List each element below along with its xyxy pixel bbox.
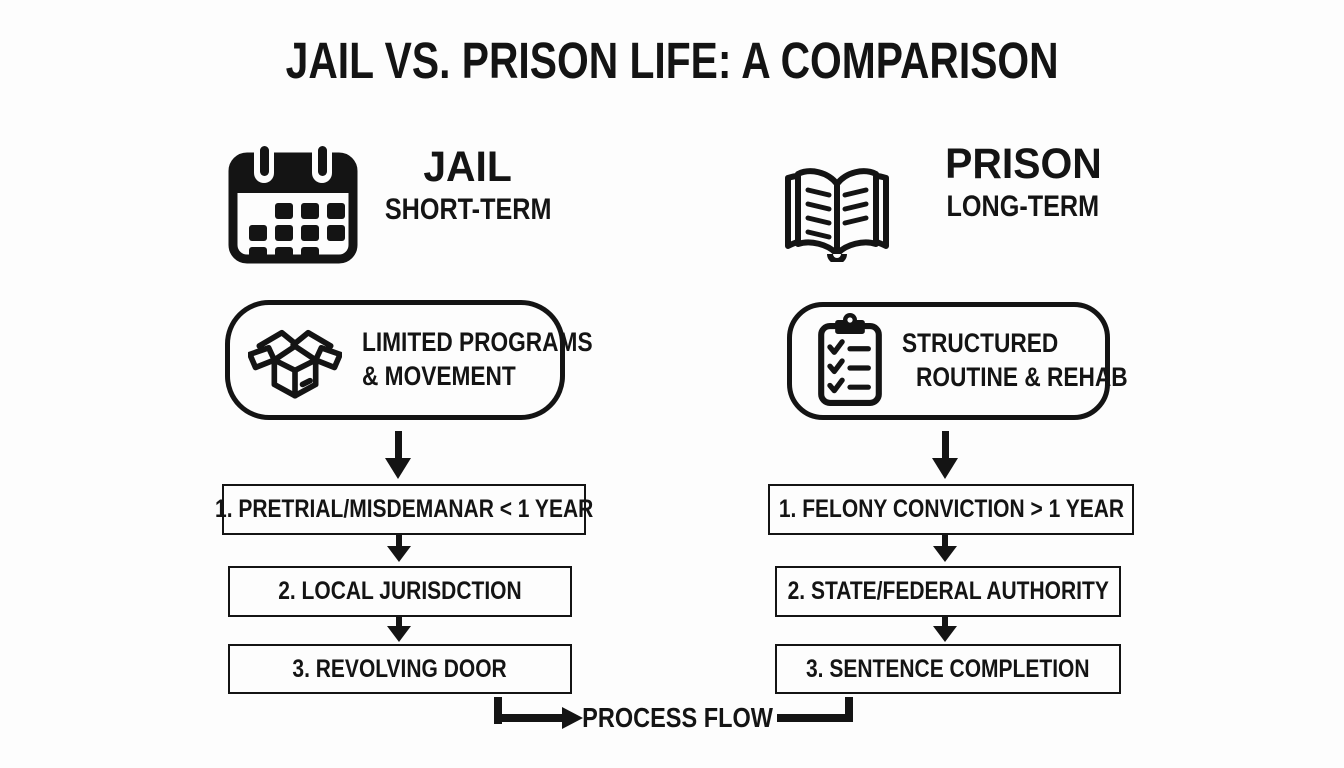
page-title: JAIL VS. PRISON LIFE: A COMPARISON bbox=[285, 31, 1059, 89]
prison-feature-text: STRUCTURED ROUTINE & REHAB bbox=[902, 328, 1128, 392]
prison-step-2: 2. STATE/FEDERAL AUTHORITY bbox=[775, 566, 1121, 617]
calendar-icon bbox=[228, 141, 358, 265]
prison-step-3: 3. SENTENCE COMPLETION bbox=[775, 644, 1121, 694]
jail-step-1: 1. PRETRIAL/MISDEMANAR < 1 YEAR bbox=[215, 484, 593, 535]
prison-down-arrow-icon bbox=[925, 431, 965, 480]
process-flow-label: PROCESS FLOW bbox=[582, 702, 774, 733]
jail-feature-text: LIMITED PROGRAMS & MOVEMENT bbox=[362, 327, 593, 391]
flow-elbow-left-horizontal bbox=[494, 714, 562, 722]
jail-step-3: 3. REVOLVING DOOR bbox=[228, 644, 572, 694]
prison-step-1: 1. FELONY CONVICTION > 1 YEAR bbox=[768, 484, 1134, 535]
open-box-icon bbox=[248, 313, 342, 407]
prison-header: PRISON LONG-TERM bbox=[930, 140, 1116, 224]
prison-title: PRISON bbox=[944, 140, 1102, 188]
open-book-icon bbox=[778, 162, 896, 262]
page-title-row: JAIL VS. PRISON LIFE: A COMPARISON bbox=[0, 28, 1344, 92]
prison-step-arrow-1-icon bbox=[931, 534, 959, 563]
jail-title: JAIL bbox=[423, 143, 513, 191]
prison-subtitle: LONG-TERM bbox=[946, 190, 1100, 223]
jail-step-2: 2. LOCAL JURISDCTION bbox=[228, 566, 572, 617]
jail-down-arrow-icon bbox=[378, 431, 418, 480]
jail-header: JAIL SHORT-TERM bbox=[378, 143, 558, 227]
jail-step-arrow-1-icon bbox=[385, 534, 413, 563]
jail-subtitle: SHORT-TERM bbox=[384, 193, 552, 226]
flow-arrowhead-icon bbox=[562, 707, 583, 729]
flow-elbow-left-vertical bbox=[494, 697, 502, 724]
checklist-clipboard-icon bbox=[814, 313, 886, 409]
flow-elbow-right-vertical bbox=[845, 697, 853, 722]
jail-step-arrow-2-icon bbox=[385, 615, 413, 643]
jail-feature-box: LIMITED PROGRAMS & MOVEMENT bbox=[225, 300, 593, 420]
prison-feature-box: STRUCTURED ROUTINE & REHAB bbox=[787, 302, 1128, 420]
prison-step-arrow-2-icon bbox=[931, 615, 959, 643]
flow-elbow-right-horizontal bbox=[777, 714, 853, 722]
